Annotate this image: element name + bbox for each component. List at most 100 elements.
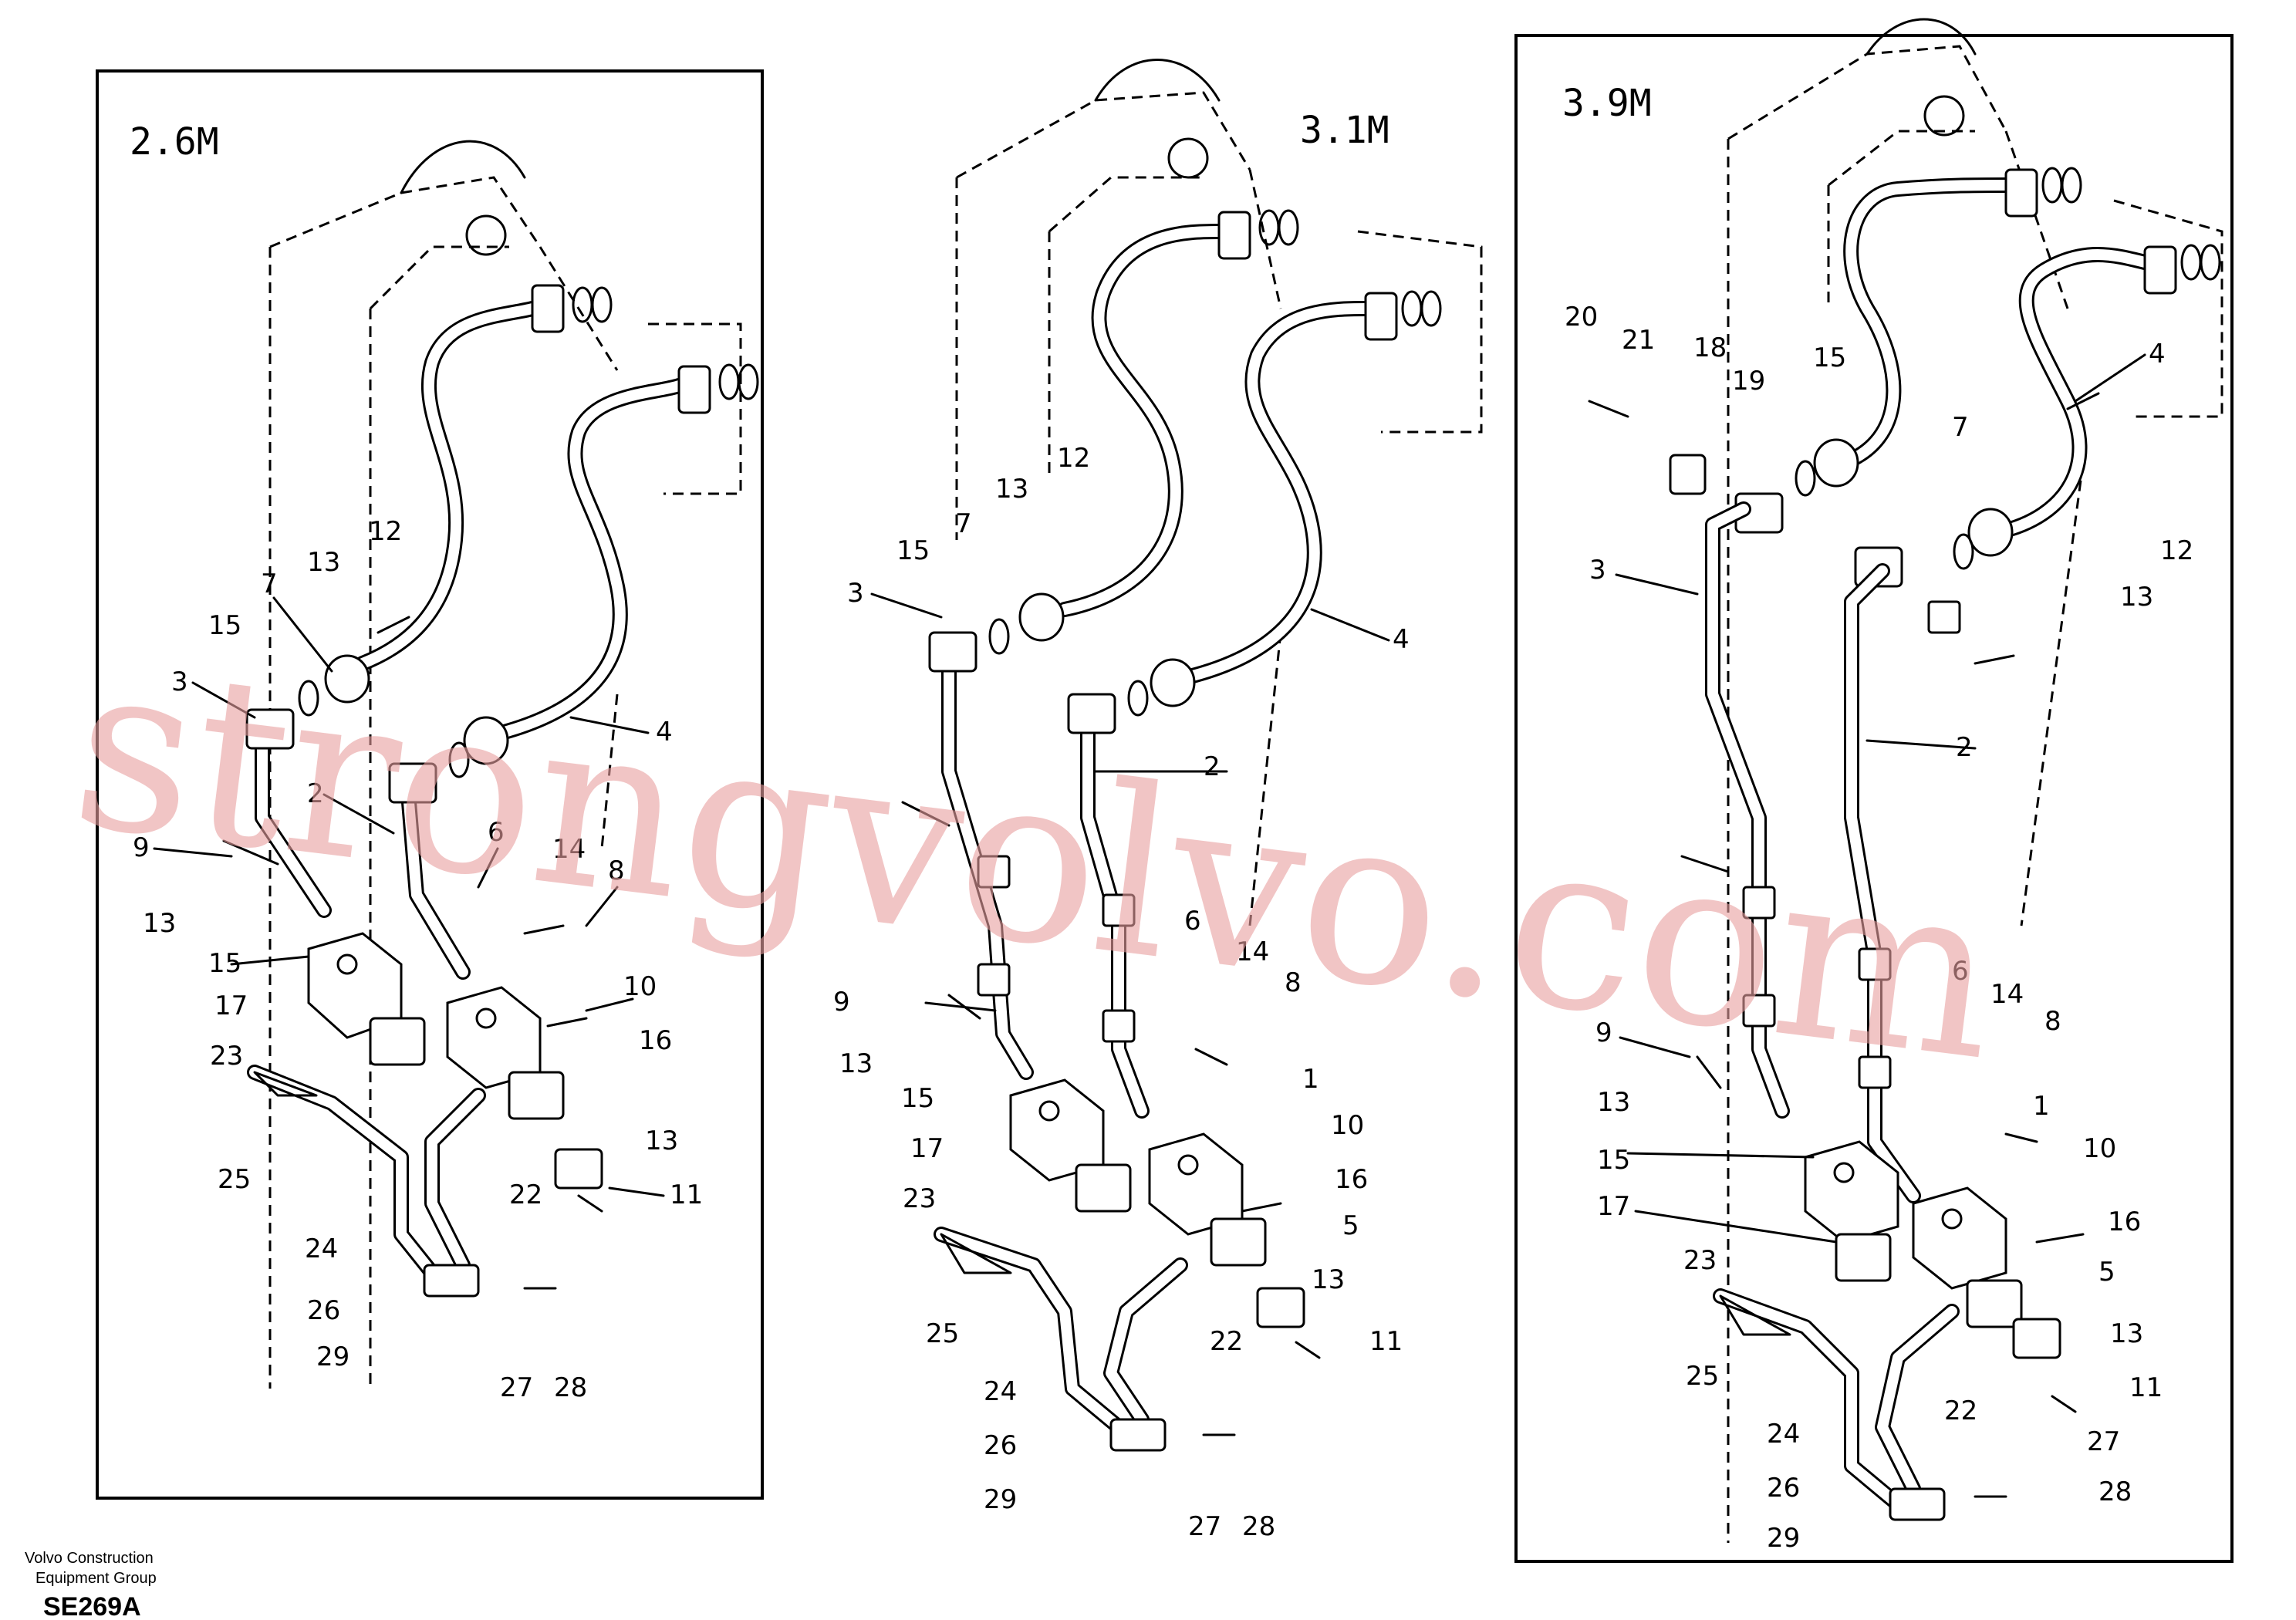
footer-company-line1: Volvo Construction [25,1550,154,1567]
label: 14 [1236,937,1269,967]
panel-frame-2-6m [96,69,764,1500]
label: 10 [1331,1110,1364,1141]
label: 28 [2098,1477,2132,1507]
footer-company-line2: Equipment Group [35,1570,157,1587]
label: 11 [670,1180,703,1210]
label: 3 [1589,555,1606,586]
label: 6 [1952,956,1969,987]
label: 21 [1622,325,1655,356]
callouts-3-9m: 1 2 3 4 5 6 7 8 9 10 11 12 13 13 13 14 1… [1565,302,2193,1554]
label: 13 [2110,1318,2143,1349]
label: 15 [208,610,241,641]
label: 13 [143,908,176,939]
label: 2 [307,778,324,809]
label: 13 [1312,1264,1345,1295]
panel-2-6m-drawing [222,140,759,1389]
label: 8 [608,856,625,886]
label: 23 [210,1041,243,1072]
label: 6 [1184,906,1201,937]
label: 16 [1335,1164,1368,1195]
panel-3-1m-drawing [901,59,1483,1452]
label: 27 [1188,1511,1221,1542]
label: 8 [1285,967,1302,998]
label: 29 [316,1342,349,1372]
label: 24 [1767,1419,1800,1450]
label: 17 [910,1133,944,1164]
label: 16 [2108,1207,2141,1237]
label: 27 [500,1372,533,1403]
panel-3-9m-drawing [1588,18,2223,1543]
label: 28 [554,1372,587,1403]
label: 7 [955,508,972,539]
label: 11 [2129,1372,2163,1403]
label: 23 [903,1183,936,1214]
label: 13 [995,474,1028,505]
label: 4 [656,717,673,748]
label: 29 [984,1484,1017,1515]
callouts-2-6m: 2 3 4 6 7 8 9 10 11 12 13 13 13 14 15 15… [133,516,703,1403]
label: 25 [218,1164,251,1195]
label: 25 [1686,1361,1719,1392]
label: 18 [1693,332,1727,363]
label: 13 [839,1048,873,1079]
panel-title-2-6m: 2.6M [130,120,219,164]
label: 12 [1057,443,1090,474]
label: 22 [1944,1396,1977,1426]
label: 2 [1204,751,1221,782]
label: 5 [2098,1257,2115,1288]
label: 3 [847,578,864,609]
label: 24 [305,1234,338,1264]
label: 19 [1732,366,1765,397]
label: 4 [2149,339,2166,370]
label: 23 [1683,1245,1717,1276]
label: 16 [639,1025,672,1056]
label: 11 [1369,1326,1403,1357]
label: 15 [896,535,930,566]
callouts-3-1m: 1 2 3 4 5 6 7 8 9 10 11 12 13 13 13 14 1… [833,443,1410,1542]
label: 7 [261,569,278,599]
label: 10 [2083,1133,2116,1164]
panel-title-3-1m: 3.1M [1300,109,1389,152]
label: 27 [2087,1426,2120,1457]
label: 1 [2033,1091,2050,1122]
label: 7 [1952,412,1969,443]
label: 13 [307,547,340,578]
label: 13 [2120,582,2153,613]
label: 22 [1210,1326,1243,1357]
leader-lines [153,353,2146,1244]
label: 13 [645,1126,678,1156]
panel-title-3-9m: 3.9M [1562,82,1652,125]
label: 22 [509,1180,542,1210]
label: 14 [552,834,586,865]
label: 3 [171,667,188,697]
label: 9 [833,987,850,1018]
label: 15 [1597,1145,1630,1176]
label: 17 [1597,1191,1630,1222]
label: 29 [1767,1523,1800,1554]
label: 20 [1565,302,1598,332]
label: 15 [1813,343,1846,373]
label: 1 [1302,1064,1319,1095]
label: 4 [1393,624,1410,655]
footer-drawing-code: SE269A [43,1592,141,1620]
label: 9 [1595,1018,1612,1048]
label: 5 [1342,1210,1359,1241]
label: 13 [1597,1087,1630,1118]
label: 15 [901,1083,934,1114]
label: 26 [1767,1473,1800,1504]
label: 28 [1242,1511,1275,1542]
panel-frame-3-9m [1514,34,2234,1563]
label: 17 [214,991,248,1021]
label: 12 [2160,535,2193,566]
label: 6 [488,817,505,848]
label: 12 [369,516,402,547]
label: 24 [984,1376,1017,1407]
label: 26 [984,1430,1017,1461]
label: 26 [307,1295,340,1326]
label: 9 [133,832,150,863]
label: 10 [623,971,657,1002]
label: 14 [1990,979,2024,1010]
label: 25 [926,1318,959,1349]
label: 8 [2044,1006,2061,1037]
